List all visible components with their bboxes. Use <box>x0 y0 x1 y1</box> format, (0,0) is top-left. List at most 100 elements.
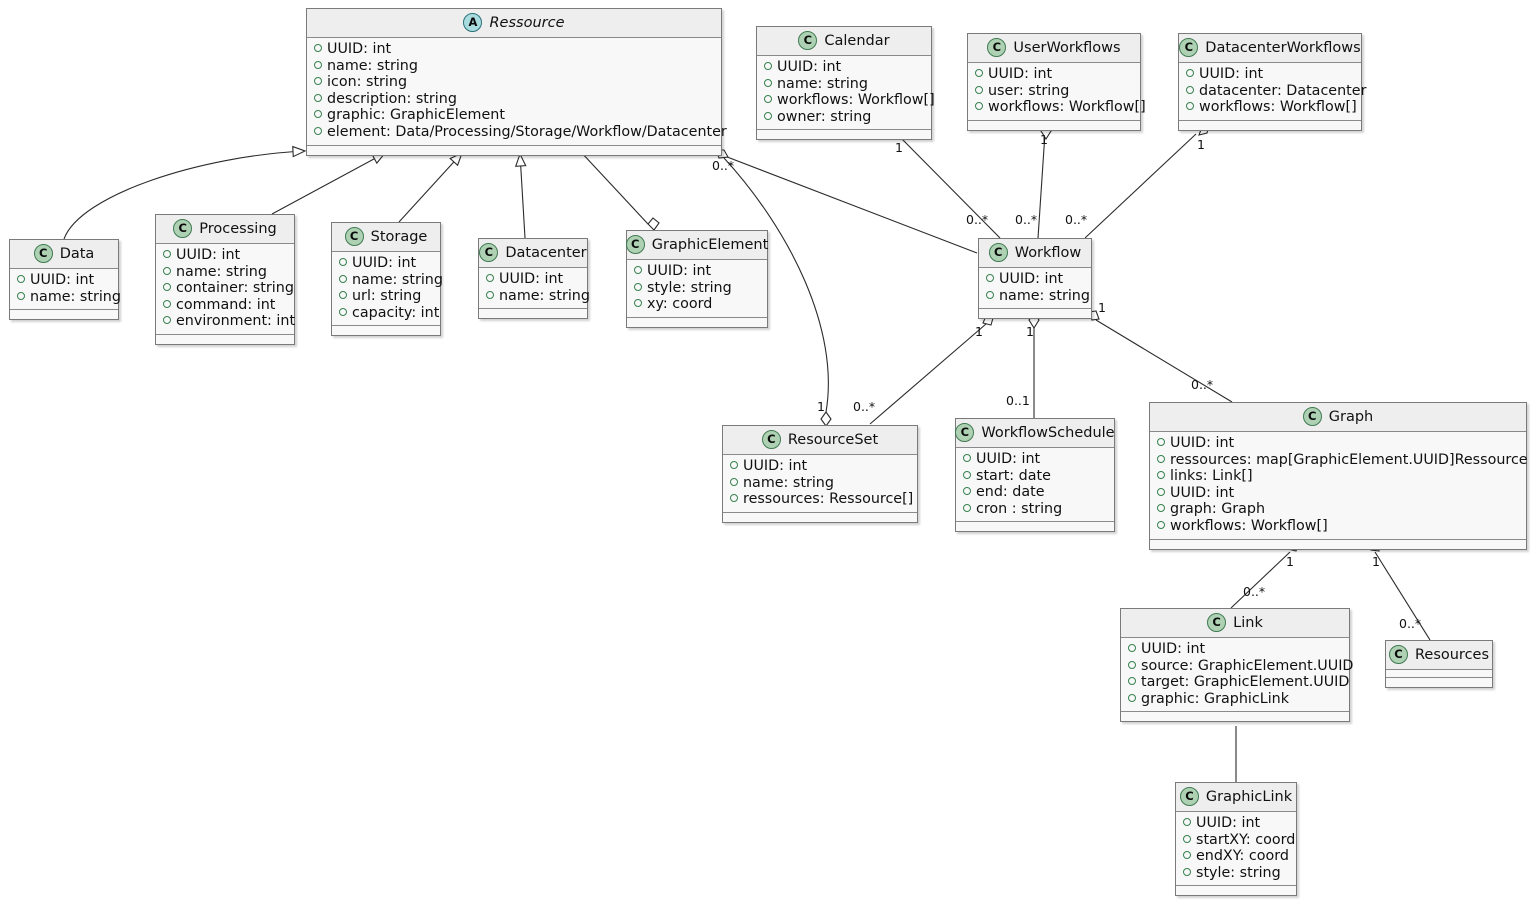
visibility-public-icon <box>314 44 322 52</box>
multiplicity-label-m-dcwf-wf: 0..* <box>1065 212 1088 227</box>
attribute-label: datacenter: Datacenter <box>1199 82 1367 99</box>
attribute-label: graphic: GraphicElement <box>327 107 505 124</box>
visibility-public-icon <box>314 60 322 69</box>
attribute-label: UUID: int <box>1170 435 1235 451</box>
visibility-public-icon <box>730 461 738 469</box>
multiplicity-label-m-userworkflows-1: 1 <box>1040 132 1048 147</box>
attribute-row: source: GraphicElement.UUID <box>1128 658 1353 675</box>
attribute-row: graphic: GraphicElement <box>314 107 714 124</box>
class-icon: C <box>987 38 1007 57</box>
attribute-label: description: string <box>327 90 457 107</box>
attribute-label: environment: int <box>176 313 296 330</box>
attribute-row: style: string <box>1183 865 1289 882</box>
attribute-row: workflows: Workflow[] <box>975 99 1146 116</box>
attribute-label: UUID: int <box>1199 66 1264 82</box>
visibility-public-icon <box>163 299 171 308</box>
class-icon: C <box>1179 787 1199 806</box>
attribute-row: name: string <box>17 289 121 306</box>
attribute-row: name: string <box>314 58 714 75</box>
attribute-row: UUID: int <box>986 271 1084 288</box>
attribute-label: name: string <box>777 75 868 92</box>
multiplicity-label-m-calendar-1: 1 <box>895 140 903 155</box>
multiplicity-label-m-ressource-workflow: 0..* <box>712 158 735 173</box>
methods-compartment-workflowschedule <box>956 522 1114 532</box>
attribute-label: source: GraphicElement.UUID <box>1141 657 1354 674</box>
visibility-public-icon <box>486 290 494 299</box>
class-name-link: Link <box>1233 614 1263 631</box>
visibility-public-icon <box>17 291 25 300</box>
attribute-row: UUID: int <box>1128 641 1342 658</box>
attribute-row: UUID: int <box>314 41 714 58</box>
attribute-label: graph: Graph <box>1170 501 1266 518</box>
edge-graph-resources <box>1374 551 1431 641</box>
attribute-row: UUID: int <box>730 458 910 475</box>
visibility-public-icon <box>1157 487 1165 496</box>
multiplicity-label-m-graph-res-star: 0..* <box>1399 616 1422 631</box>
multiplicity-label-m-rs-1: 1 <box>817 399 825 414</box>
visibility-public-icon <box>986 290 994 299</box>
attribute-row: element: Data/Processing/Storage/Workflo… <box>314 124 727 141</box>
class-name-datacenter: Datacenter <box>505 244 587 261</box>
class-icon: C <box>1388 645 1408 664</box>
class-name-workflowschedule: WorkflowSchedule <box>981 424 1115 441</box>
class-icon: C <box>988 243 1008 262</box>
attribute-row: environment: int <box>163 313 295 330</box>
visibility-public-icon <box>1183 851 1191 860</box>
methods-compartment-workflow <box>979 309 1091 319</box>
edge-ressource-resourceset <box>723 157 829 413</box>
edge-ressource-workflow <box>721 154 978 254</box>
attribute-row: UUID: int <box>1157 435 1519 452</box>
attribute-row: startXY: coord <box>1183 832 1295 849</box>
edge-workflow-resourceset <box>869 323 987 425</box>
class-name-data: Data <box>59 245 95 262</box>
attribute-label: name: string <box>176 263 267 280</box>
attribute-row: UUID: int <box>764 59 924 76</box>
visibility-public-icon <box>339 258 347 266</box>
attribute-label: UUID: int <box>352 255 417 271</box>
attribute-label: UUID: int <box>30 272 95 288</box>
visibility-public-icon <box>314 77 322 86</box>
visibility-public-icon <box>764 111 772 120</box>
visibility-public-icon <box>963 503 971 512</box>
attribute-label: links: Link[] <box>1170 468 1253 485</box>
attribute-row: UUID: int <box>339 255 433 272</box>
attribute-row: command: int <box>163 297 287 314</box>
visibility-public-icon <box>1157 438 1165 446</box>
attribute-label: UUID: int <box>976 451 1041 467</box>
visibility-public-icon <box>764 95 772 104</box>
attribute-label: UUID: int <box>327 41 392 57</box>
attribute-label: icon: string <box>327 74 408 91</box>
edge-datacenter-ressource <box>514 152 527 239</box>
methods-compartment-storage <box>332 326 440 336</box>
methods-compartment-processing <box>156 334 294 344</box>
class-name-calendar: Calendar <box>824 32 890 49</box>
class-name-processing: Processing <box>199 220 277 237</box>
attribute-row: graph: Graph <box>1157 501 1519 518</box>
attribute-label: style: string <box>1196 864 1281 881</box>
attribute-label: UUID: int <box>777 59 842 75</box>
